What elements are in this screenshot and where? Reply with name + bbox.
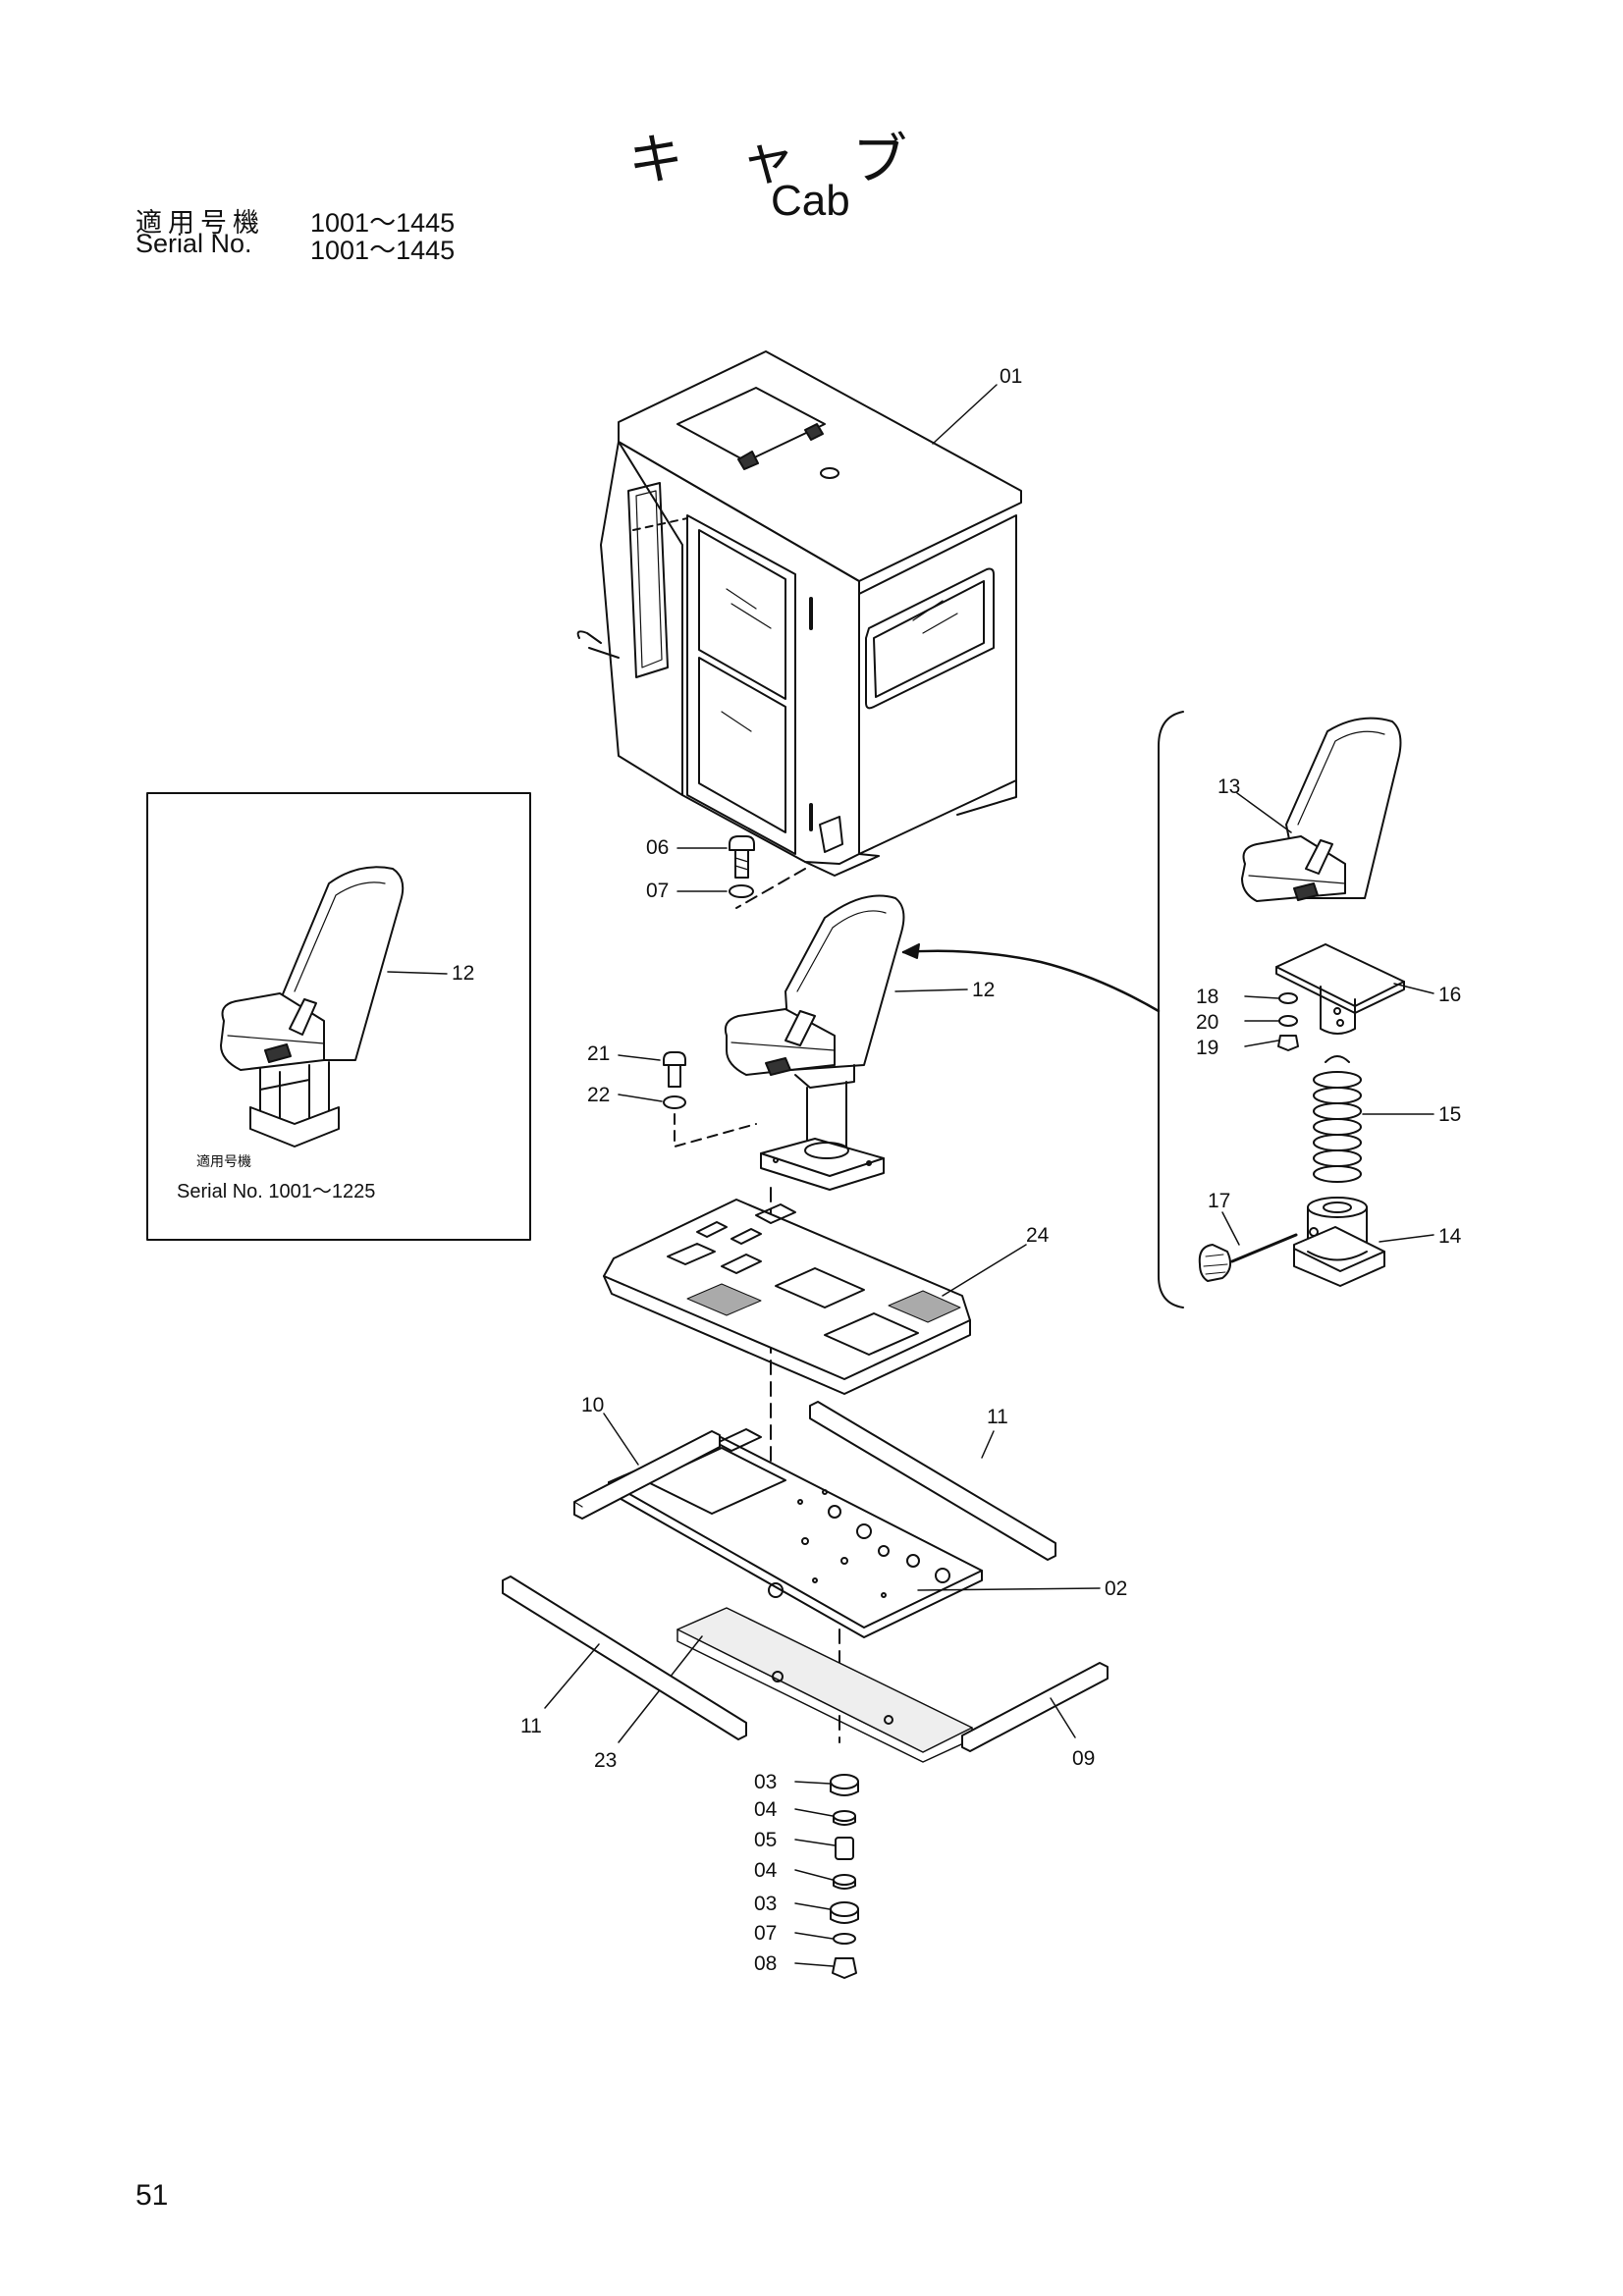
rail-11-lower — [502, 1575, 747, 1740]
serial-range-english: 1001～1445 — [310, 236, 456, 265]
part-label-13: 13 — [1217, 775, 1240, 798]
seat-main — [724, 894, 905, 1191]
part-label-18: 18 — [1196, 986, 1218, 1008]
part-label-24: 24 — [1026, 1224, 1050, 1247]
page-number: 51 — [135, 2179, 169, 2212]
part-label-04-lower: 04 — [754, 1859, 778, 1882]
part-label-07-lower: 07 — [754, 1922, 777, 1945]
part-label-14: 14 — [1438, 1225, 1462, 1248]
floor-mat-24 — [603, 1199, 971, 1395]
under-mat-23 — [676, 1607, 973, 1763]
rail-09 — [961, 1662, 1109, 1752]
seat-13 — [1241, 717, 1402, 902]
nut-18 — [1278, 992, 1298, 1004]
inset-note-japanese: 適用号機 — [196, 1153, 251, 1169]
washer-07 — [729, 884, 754, 898]
part-label-07-upper: 07 — [646, 880, 669, 902]
part-label-05: 05 — [754, 1829, 777, 1851]
mount-stack — [830, 1774, 859, 1979]
part-label-01: 01 — [1000, 365, 1022, 388]
cab-body — [576, 350, 1022, 909]
part-label-08: 08 — [754, 1952, 777, 1975]
part-label-09: 09 — [1072, 1747, 1095, 1770]
rail-10 — [573, 1430, 721, 1520]
washer-20 — [1278, 1015, 1298, 1027]
part-label-21: 21 — [587, 1042, 610, 1065]
seat-inset — [220, 866, 405, 1148]
serial-label-english: Serial No. — [135, 229, 252, 258]
part-label-11-lower: 11 — [520, 1715, 542, 1737]
part-label-03-lower: 03 — [754, 1893, 777, 1915]
detail-bracket — [1158, 711, 1184, 1308]
washer-22 — [663, 1095, 686, 1109]
rail-11-upper — [809, 1401, 1056, 1561]
part-label-20: 20 — [1196, 1011, 1218, 1034]
part-label-17: 17 — [1208, 1190, 1230, 1212]
bolt-06 — [729, 835, 755, 879]
part-label-16: 16 — [1438, 984, 1461, 1006]
nut-19 — [1277, 1035, 1299, 1051]
page-title-english: Cab — [771, 177, 850, 225]
page-title-japanese: キャブ — [628, 129, 964, 192]
part-label-12-inset: 12 — [452, 962, 474, 985]
part-label-15: 15 — [1438, 1103, 1461, 1126]
part-label-02: 02 — [1105, 1577, 1127, 1600]
part-label-22: 22 — [587, 1084, 610, 1106]
column-14 — [1293, 1197, 1385, 1287]
part-label-23: 23 — [594, 1749, 617, 1772]
spring-15 — [1313, 1055, 1362, 1183]
part-label-06: 06 — [646, 836, 669, 859]
part-label-12-main: 12 — [972, 979, 995, 1001]
bracket-16 — [1275, 943, 1405, 1035]
part-label-19: 19 — [1196, 1037, 1218, 1059]
part-label-11-upper: 11 — [987, 1406, 1008, 1428]
part-label-03-upper: 03 — [754, 1771, 777, 1793]
knob-17 — [1198, 1233, 1298, 1282]
part-label-10: 10 — [581, 1394, 604, 1416]
inset-box — [146, 792, 531, 1241]
serial-label-japanese: 適用号機 — [135, 208, 265, 238]
part-label-04-upper: 04 — [754, 1798, 778, 1821]
bolt-21 — [663, 1051, 686, 1088]
inset-note-serial: Serial No. 1001～1225 — [177, 1181, 375, 1202]
serial-range-japanese: 1001～1445 — [310, 208, 456, 238]
